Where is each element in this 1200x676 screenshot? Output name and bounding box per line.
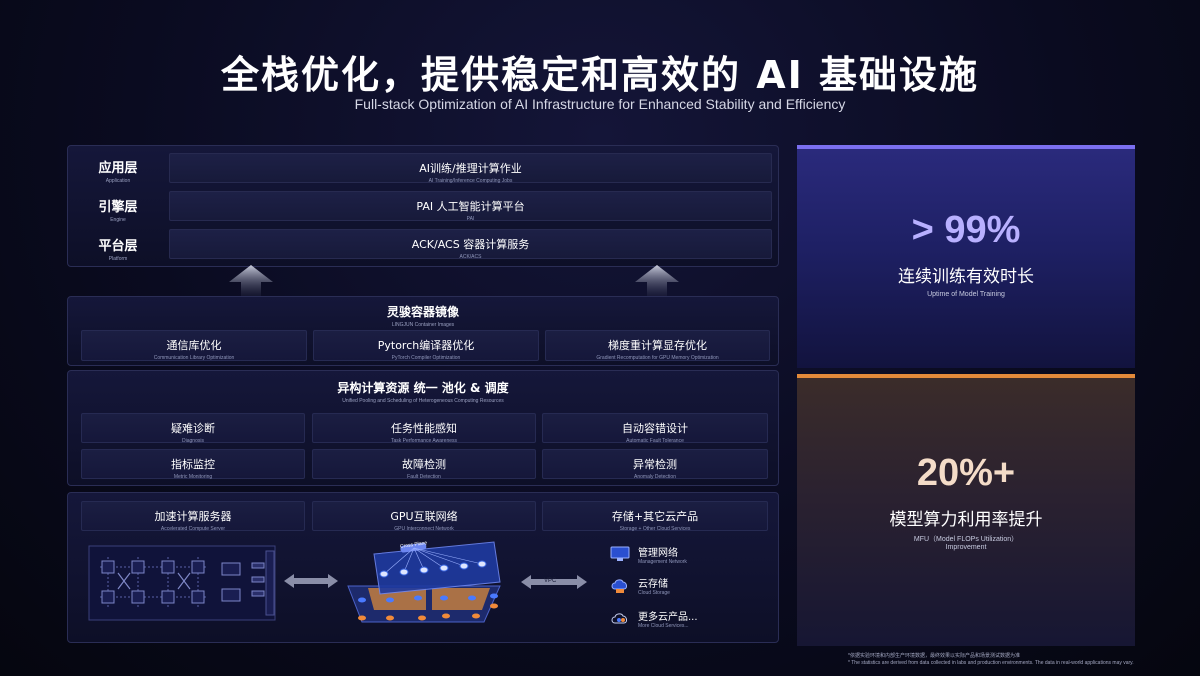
engine-bar: PAI 人工智能计算平台 PAI (169, 191, 772, 222)
container-item: Pytorch编译器优化 PyTorch Compiler Optimizati… (313, 330, 539, 361)
container-images-panel: 灵骏容器镜像 LINGJUN Container Images 通信库优化 Co… (67, 296, 779, 366)
platform-bar: ACK/ACS 容器计算服务 ACK/ACS (169, 229, 772, 260)
gpu-network-illustration (347, 541, 501, 623)
hetero-item: 异常检测 Anomaly Detection (542, 449, 768, 480)
stack-panel: 应用层 Application AI训练/推理计算作业 AI Training/… (67, 145, 779, 267)
footnote: *依据实验环境和内部生产环境数据，最终效果以实际产品和场景测试数据为准 * Th… (848, 653, 1134, 667)
monitor-icon (610, 546, 630, 561)
container-item: 通信库优化 Communication Library Optimization (81, 330, 307, 361)
hetero-item: 故障检测 Fault Detection (312, 449, 536, 480)
hetero-item: 疑难诊断 Diagnosis (81, 413, 305, 444)
application-bar: AI训练/推理计算作业 AI Training/Inference Comput… (169, 153, 772, 184)
up-arrow-icon (635, 265, 679, 296)
vpc-label: VPC (544, 578, 557, 584)
double-arrow-icon (284, 574, 338, 588)
heterogeneous-panel: 异构计算资源 统一 池化 & 调度 Unified Pooling and Sc… (67, 370, 779, 486)
double-arrow-icon (521, 575, 587, 589)
hetero-item: 指标监控 Metric Monitoring (81, 449, 305, 480)
stat-card-uptime: > 99% 连续训练有效时长 Uptime of Model Training (797, 145, 1135, 368)
container-item: 梯度重计算显存优化 Gradient Recomputation for GPU… (545, 330, 770, 361)
stat-value: 20%+ (916, 452, 1016, 494)
container-images-subtitle: LINGJUN Container Images (391, 322, 455, 328)
layer-label-platform: 平台层 Platform (98, 239, 138, 262)
heterogeneous-subtitle: Unified Pooling and Scheduling of Hetero… (342, 398, 504, 404)
footnote-line: *依据实验环境和内部生产环境数据，最终效果以实际产品和场景测试数据为准 (848, 653, 1020, 659)
container-images-title: 灵骏容器镜像 (386, 305, 459, 319)
compute-server-illustration (88, 545, 276, 621)
stat-sublabel: Uptime of Model Training (927, 291, 1005, 298)
layer-label-application: 应用层 Application (98, 161, 138, 184)
hetero-item: 任务性能感知 Task Performance Awareness (312, 413, 536, 444)
infra-item: GPU互联网络 GPU Interconnect Network (312, 501, 536, 532)
cloud-storage-icon (611, 579, 627, 593)
stat-label: 模型算力利用率提升 (889, 510, 1043, 530)
infra-item: 存储+其它云产品 Storage + Other Cloud Services (542, 501, 768, 532)
stat-card-mfu: 20%+ 模型算力利用率提升 MFU（Model FLOPs Utilizati… (797, 374, 1135, 646)
heterogeneous-title: 异构计算资源 统一 池化 & 调度 (337, 381, 509, 395)
footnote-line: * The statistics are derived from data c… (848, 660, 1134, 666)
page-subtitle: Full-stack Optimization of AI Infrastruc… (354, 96, 846, 112)
cloud-services-icon (611, 613, 627, 624)
hetero-item: 自动容错设计 Automatic Fault Tolerance (542, 413, 768, 444)
up-arrow-icon (229, 265, 273, 296)
stat-sublabel: MFU（Model FLOPs Utilization）Improvement (913, 536, 1019, 551)
stat-label: 连续训练有效时长 (898, 267, 1034, 287)
infra-item: 加速计算服务器 Accelerated Compute Server (81, 501, 305, 532)
layer-label-engine: 引擎层 Engine (98, 200, 138, 223)
stat-value: > 99% (911, 209, 1021, 251)
page-title: 全栈优化，提供稳定和高效的 AI 基础设施 (220, 53, 979, 97)
